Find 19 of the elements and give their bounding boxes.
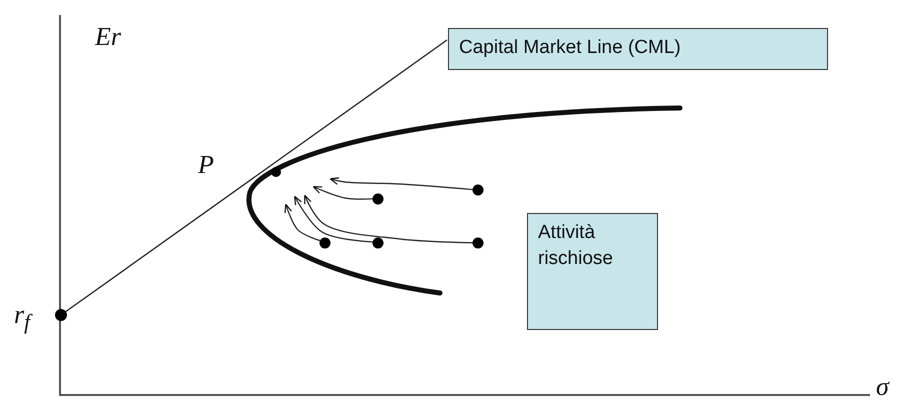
arrow [330,177,473,190]
arrow [304,194,473,244]
arrow [284,204,320,242]
axis-label: σ [876,372,889,402]
point-dot [55,309,67,321]
point-dot [472,238,484,248]
text-box: Capital Market Line (CML) [448,28,828,70]
point-dot [320,238,330,248]
point-dot [472,184,484,196]
arrow [312,186,373,200]
line [66,39,448,312]
axis-label: r$_{f}$ [14,300,30,336]
point-dot [271,167,281,177]
point-dot [372,194,384,204]
axis-label: Er [95,22,121,52]
text-box: Attività rischiose [527,213,658,330]
point-dot [372,238,384,248]
axis-label: P [198,150,214,180]
arrow [294,196,373,243]
